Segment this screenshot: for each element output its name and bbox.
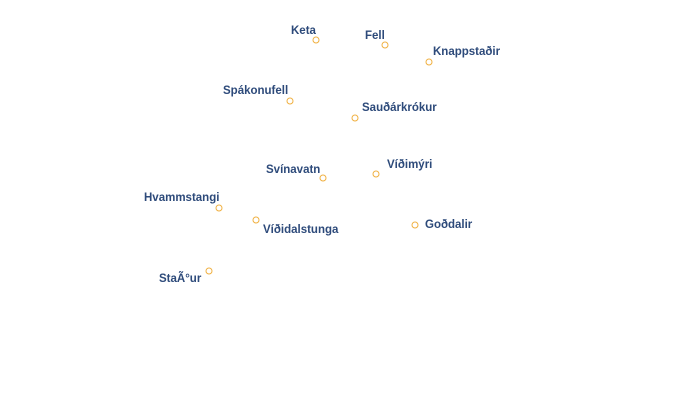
- place-marker-icon[interactable]: [351, 114, 359, 122]
- place-label: Svínavatn: [266, 164, 321, 176]
- place-label: StaÃ°ur: [159, 273, 202, 285]
- place-marker-icon[interactable]: [319, 174, 327, 182]
- place-label: Fell: [365, 30, 385, 42]
- place-marker-icon[interactable]: [252, 216, 260, 224]
- place-marker-icon[interactable]: [312, 36, 320, 44]
- place-label: Hvammstangi: [144, 192, 220, 204]
- place-label: Goðdalir: [425, 219, 473, 231]
- place-marker-icon[interactable]: [381, 41, 389, 49]
- place-marker-icon[interactable]: [205, 267, 213, 275]
- place-marker-icon[interactable]: [215, 204, 223, 212]
- place-label: Knappstaðir: [433, 46, 501, 58]
- place-label: Keta: [291, 25, 316, 37]
- place-label: Sauðárkrókur: [362, 102, 437, 114]
- place-marker-icon[interactable]: [286, 97, 294, 105]
- place-marker-icon[interactable]: [425, 58, 433, 66]
- place-label: Víðidalstunga: [263, 224, 339, 236]
- place-marker-icon[interactable]: [411, 221, 419, 229]
- place-marker-icon[interactable]: [372, 170, 380, 178]
- place-label: Víðimýri: [387, 159, 433, 171]
- place-label: Spákonufell: [223, 85, 289, 97]
